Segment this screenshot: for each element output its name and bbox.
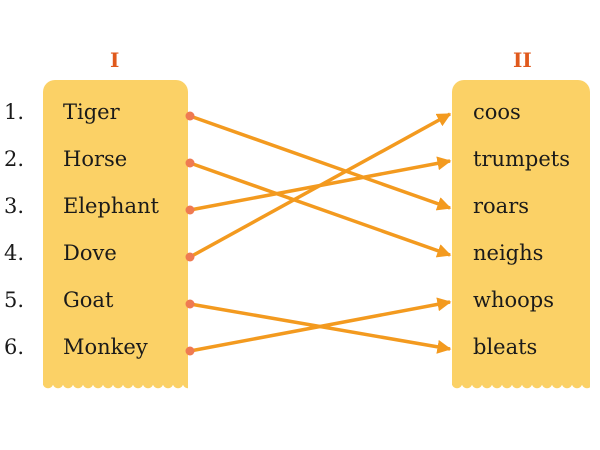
row-number: 2.	[4, 147, 25, 171]
animal-label: Elephant	[63, 194, 159, 218]
animal-label: Horse	[63, 147, 128, 171]
sound-label: roars	[473, 194, 530, 218]
connector-dot	[185, 252, 195, 262]
match-arrow-dove	[189, 112, 452, 259]
match-arrow-horse	[189, 161, 452, 258]
connector-dot	[185, 111, 195, 121]
sound-label: neighs	[473, 241, 544, 265]
row-number: 3.	[4, 194, 25, 218]
animal-label: Goat	[63, 288, 114, 312]
sound-label: whoops	[473, 288, 555, 312]
sound-label: trumpets	[473, 147, 571, 171]
column-heading-right: II	[513, 48, 532, 72]
animal-label: Dove	[63, 241, 117, 265]
animal-label: Tiger	[63, 100, 120, 124]
row-number: 4.	[4, 241, 25, 265]
animal-label: Monkey	[63, 335, 148, 359]
connector-dot	[185, 299, 195, 309]
animal-column-panel	[43, 80, 188, 391]
match-arrow-monkey	[189, 297, 452, 353]
connector-dot	[185, 158, 195, 168]
row-number: 5.	[4, 288, 25, 312]
sound-label: bleats	[473, 335, 538, 359]
column-heading-left: I	[110, 48, 120, 72]
match-arrow-tiger	[189, 114, 452, 211]
row-number: 1.	[4, 100, 25, 124]
connector-dot	[185, 205, 195, 215]
sound-column-panel	[452, 80, 590, 391]
sound-label: coos	[473, 100, 521, 124]
row-number: 6.	[4, 335, 25, 359]
connector-dot	[185, 346, 195, 356]
